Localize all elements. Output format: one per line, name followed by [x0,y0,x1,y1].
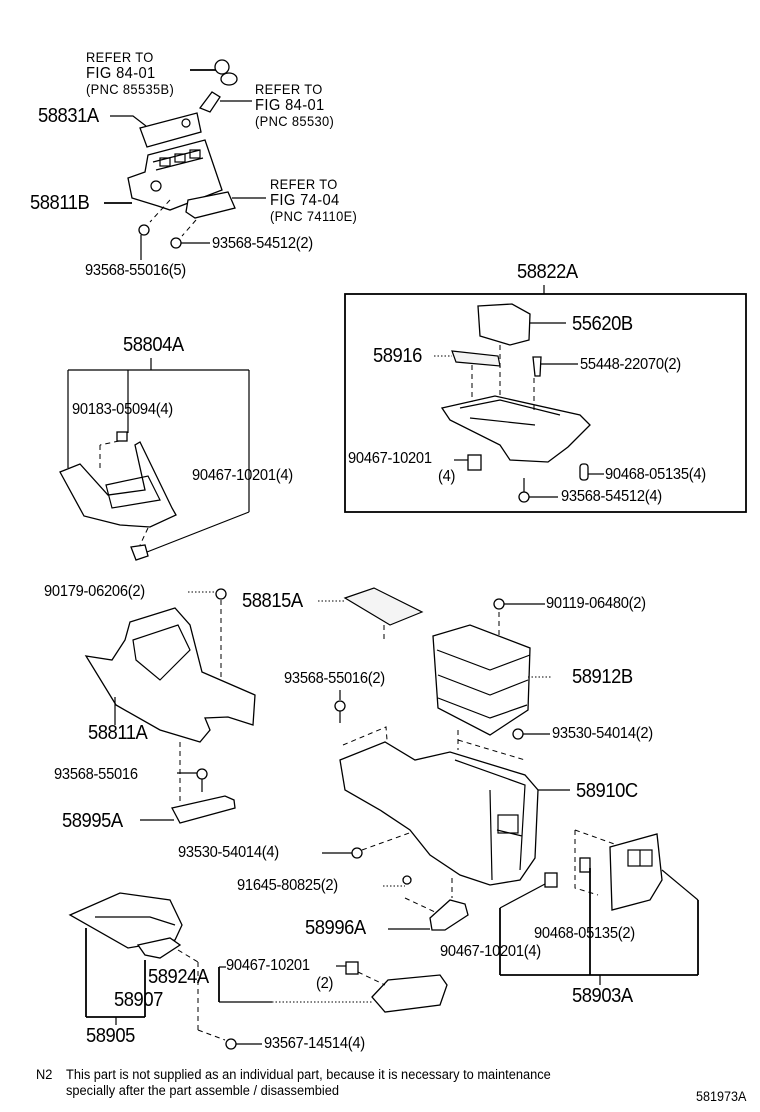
reference-label-85535b: REFER TO FIG 84-01 (PNC 85535B) [86,50,174,97]
part-label[interactable]: 58924A [148,966,209,988]
assembly-box-58822A [344,285,747,513]
part-label[interactable]: 90467-10201(4) [192,467,293,484]
rear-panel-58903A [499,829,699,985]
console-body-58910C [334,690,570,886]
bracket-58995A [140,742,236,824]
part-label[interactable]: 58912B [572,666,633,688]
part-label[interactable]: 58916 [373,345,422,367]
part-label[interactable]: 93530-54014(2) [552,725,653,742]
part-label[interactable]: 93530-54014(4) [178,844,279,861]
reference-line: REFER TO [255,81,323,97]
part-label[interactable]: 58910C [576,780,638,802]
part-label[interactable]: 58831A [38,105,99,127]
bracket-58996A [383,875,469,931]
part-label[interactable]: 58822A [517,261,578,283]
part-label[interactable]: 90468-05135(2) [534,925,635,942]
part-label[interactable]: 93567-14514(4) [264,1035,365,1052]
part-label[interactable]: 93568-54512(4) [561,488,662,505]
reference-label-85530: REFER TO FIG 84-01 (PNC 85530) [255,82,334,129]
reference-line: FIG 74-04 [270,192,340,209]
part-label[interactable]: 93568-54512(2) [212,235,313,252]
box-58912B [432,598,552,740]
part-label[interactable]: 58996A [305,917,366,939]
part-label[interactable]: 90119-06480(2) [546,595,646,612]
part-qty: (4) [438,468,456,485]
part-label[interactable]: 90467-10201 [348,450,432,467]
part-label[interactable]: 58815A [242,590,303,612]
part-label[interactable]: 55448-22070(2) [580,356,681,373]
part-label[interactable]: 58905 [86,1025,135,1047]
figure-code: 581973A [696,1088,747,1104]
reference-line: REFER TO [270,176,338,192]
footnote-line-1: This part is not supplied as an individu… [66,1067,551,1082]
reference-line: REFER TO [86,49,154,65]
shift-bezel-58804A [59,358,250,561]
part-label[interactable]: 58907 [114,989,163,1011]
pad-58815A [318,587,424,640]
reference-line: FIG 84-01 [86,65,156,82]
part-label[interactable]: 55620B [572,313,633,335]
reference-line: (PNC 74110E) [270,208,358,224]
front-panel-58811A [84,588,256,743]
armrest-58905 [68,892,262,1050]
part-label[interactable]: 58804A [123,334,184,356]
switch-74110e [185,191,266,219]
part-label[interactable]: 58903A [572,985,633,1007]
part-label[interactable]: 90179-06206(2) [44,583,145,600]
part-label[interactable]: 93568-55016(2) [284,670,385,687]
footnote-line-2: specially after the part assemble / disa… [66,1083,340,1098]
reference-line: (PNC 85535B) [86,81,175,97]
screw-group-top [138,199,210,260]
part-label[interactable]: 90183-05094(4) [72,401,173,418]
part-label[interactable]: 91645-80825(2) [237,877,338,894]
bulb-85530 [198,91,252,113]
part-label[interactable]: 90467-10201 [226,957,310,974]
part-label[interactable]: 58811B [30,192,90,214]
reference-label-74110e: REFER TO FIG 74-04 (PNC 74110E) [270,177,357,224]
part-label[interactable]: 90467-10201(4) [440,943,541,960]
part-label[interactable]: 90468-05135(4) [605,466,706,483]
part-label[interactable]: 93568-55016(5) [85,262,186,279]
part-qty: (2) [316,975,334,992]
switch-cover-58831A [110,112,202,148]
screw-93530-4 [322,831,413,859]
bulb-socket-85535b [190,59,238,86]
footnote-code: N2 [36,1067,53,1082]
part-label[interactable]: 93568-55016 [54,766,138,783]
reference-line: FIG 84-01 [255,97,325,114]
switch-bezel-58811B [104,139,223,211]
part-label[interactable]: 58811A [88,722,148,744]
cover-58924A [218,961,448,1013]
part-label[interactable]: 58995A [62,810,123,832]
reference-line: (PNC 85530) [255,113,335,129]
